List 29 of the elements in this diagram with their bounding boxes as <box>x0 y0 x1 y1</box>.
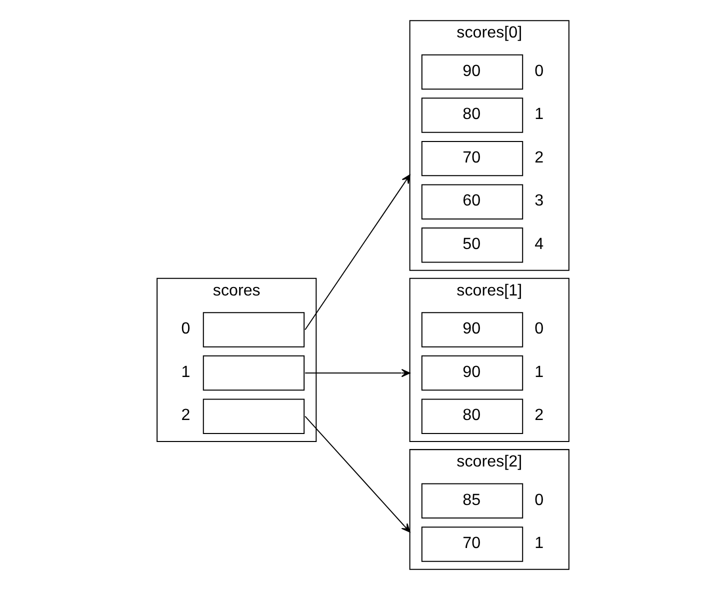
node-label: 0 <box>534 62 544 80</box>
node-box: 90 <box>421 355 524 391</box>
node-label: 2 <box>534 148 544 166</box>
node-box: 50 <box>421 228 524 263</box>
node-box: 80 <box>421 98 524 133</box>
node-label: 0 <box>534 490 544 509</box>
node-label: 0 <box>181 320 190 338</box>
node-label: 1 <box>534 105 544 124</box>
node-label: 1 <box>534 534 544 552</box>
node-box: 60 <box>421 184 524 220</box>
node-box: 90 <box>421 312 524 348</box>
arrow <box>304 174 410 330</box>
arrow <box>305 368 410 378</box>
node-label: 3 <box>534 192 544 210</box>
node-label: 2 <box>181 406 190 424</box>
node-label: 1 <box>534 362 544 381</box>
node-box <box>202 398 305 434</box>
node-label: 0 <box>534 320 544 338</box>
node-box <box>202 312 305 348</box>
node-box: 80 <box>421 398 524 434</box>
arrow <box>304 416 410 532</box>
node-label: 2 <box>534 406 544 424</box>
node-box: 70 <box>421 526 524 562</box>
node-box: 90 <box>421 54 524 90</box>
node-label: 1 <box>181 362 190 381</box>
node-box: 70 <box>421 140 524 176</box>
node-box <box>202 355 305 391</box>
node-box: 85 <box>421 483 524 519</box>
node-label: 4 <box>534 234 544 253</box>
